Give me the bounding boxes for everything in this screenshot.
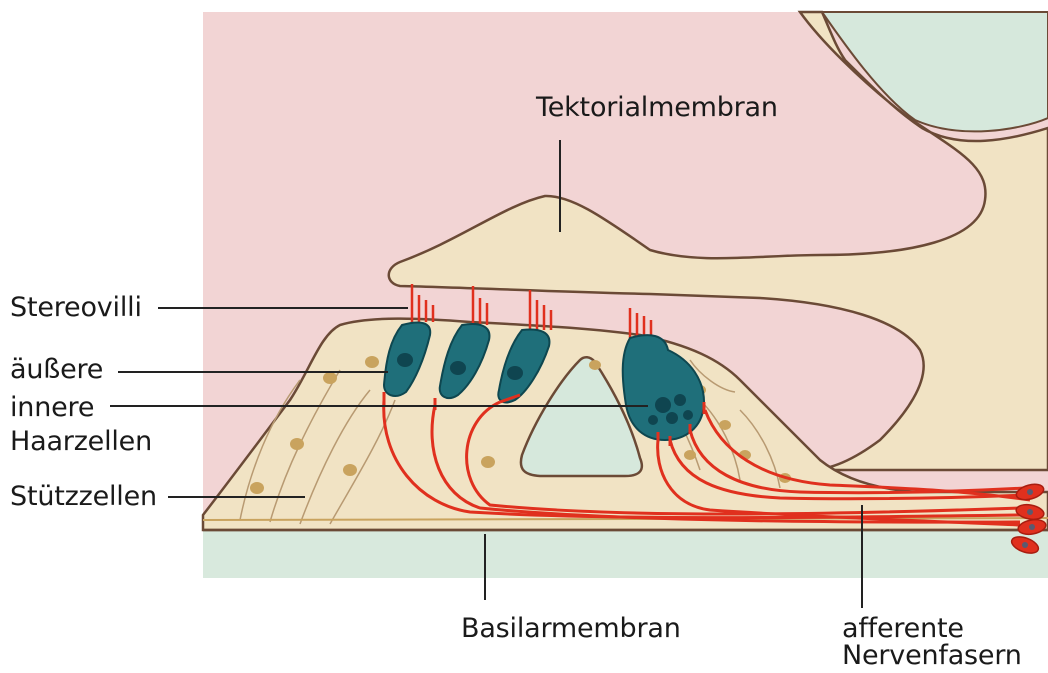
label-innere: innere <box>10 392 94 424</box>
label-stuetzzellen: Stützzellen <box>10 481 157 513</box>
label-haarzellen: Haarzellen <box>10 426 152 458</box>
label-aeussere: äußere <box>10 354 103 386</box>
label-basilarmembran: Basilarmembran <box>461 613 681 645</box>
label-nervenfasern: Nervenfasern <box>842 640 1022 672</box>
scala-tympani <box>203 528 1048 578</box>
label-stereovilli: Stereovilli <box>10 292 142 324</box>
label-tektorialmembran: Tektorialmembran <box>536 92 778 124</box>
